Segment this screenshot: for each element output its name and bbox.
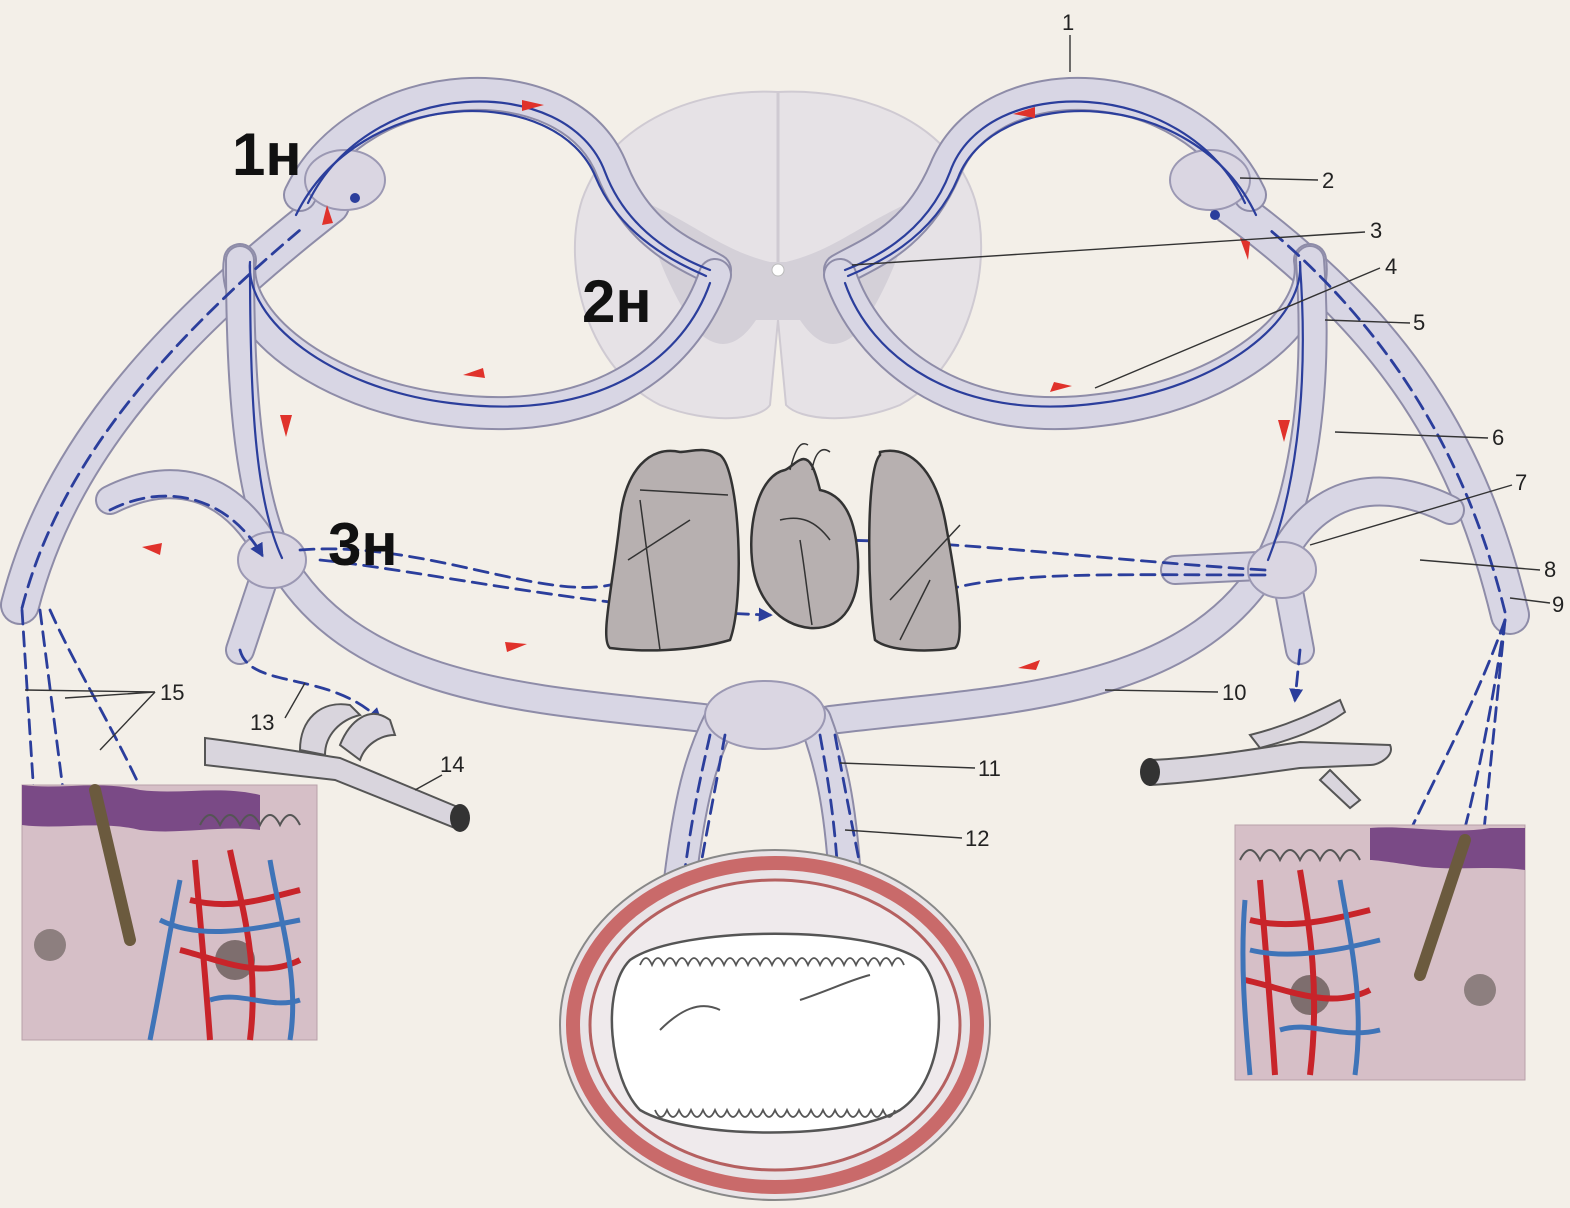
callout-14: 14 — [440, 752, 464, 777]
label-neuron-2: 2н — [582, 268, 652, 335]
heart — [751, 459, 858, 628]
label-neuron-3: 3н — [328, 511, 398, 578]
right-lung — [869, 451, 960, 651]
callout-4: 4 — [1385, 254, 1397, 279]
skin-left — [22, 785, 317, 1040]
skin-right — [1235, 825, 1525, 1080]
callout-1: 1 — [1062, 10, 1074, 35]
spinal-ganglion-right — [1170, 150, 1250, 210]
spinal-ganglion-left — [305, 150, 385, 210]
callout-9: 9 — [1552, 592, 1564, 617]
callout-6: 6 — [1492, 425, 1504, 450]
callout-11: 11 — [978, 756, 1001, 781]
callout-2: 2 — [1322, 168, 1334, 193]
callout-3: 3 — [1370, 218, 1382, 243]
intestine-cross-section — [560, 850, 990, 1200]
sympathetic-ganglion-left — [238, 532, 306, 588]
artery-right — [1150, 742, 1391, 785]
callout-5: 5 — [1413, 310, 1425, 335]
callout-10: 10 — [1222, 680, 1246, 705]
callout-15: 15 — [160, 680, 184, 705]
left-lung — [606, 450, 739, 650]
callout-13: 13 — [250, 710, 274, 735]
callout-12: 12 — [965, 826, 989, 851]
callout-7: 7 — [1515, 470, 1527, 495]
label-neuron-1: 1н — [232, 121, 302, 188]
callout-8: 8 — [1544, 557, 1556, 582]
thoracic-organs — [606, 444, 960, 651]
